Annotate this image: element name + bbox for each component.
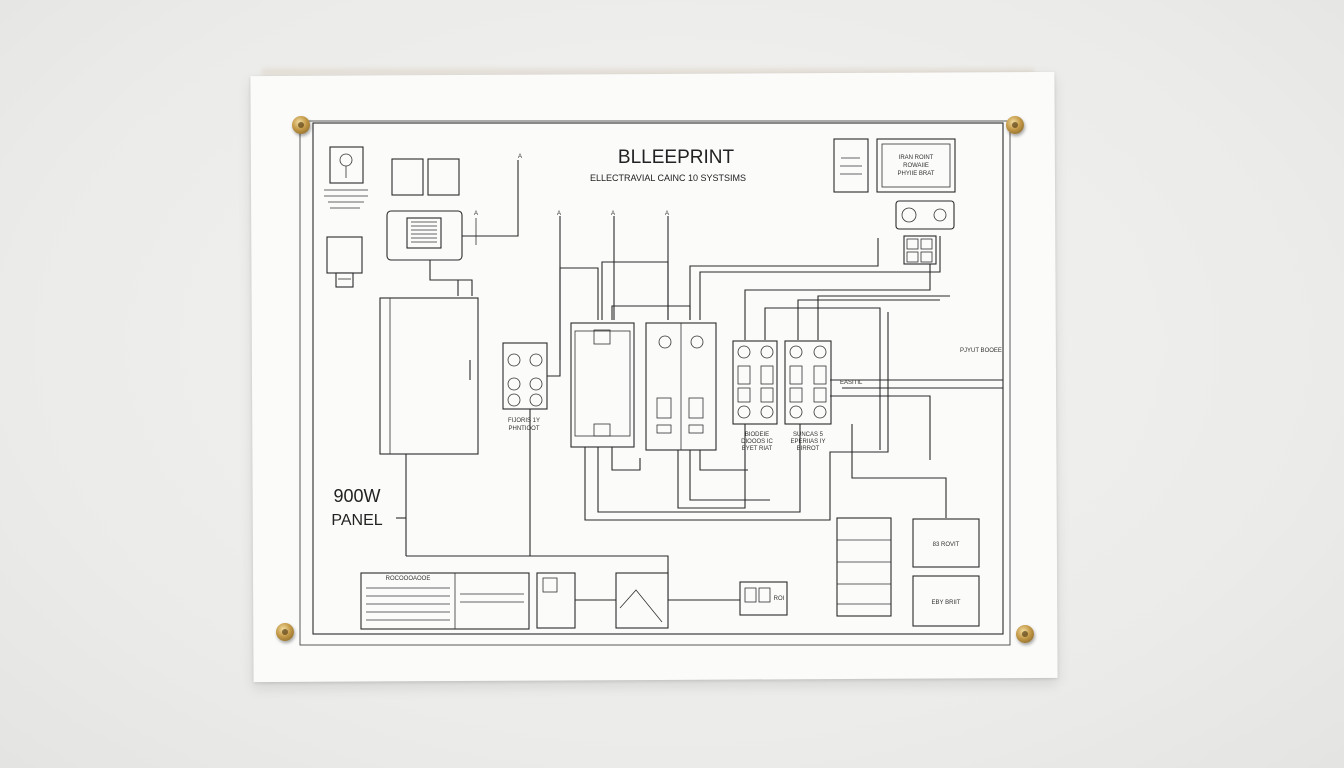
note-line-3: PHYIIE BRAT bbox=[898, 171, 935, 177]
outlet-left-label-2: PHNTIOOT bbox=[509, 426, 540, 432]
legend-title: ROCOOOAOOE bbox=[386, 576, 431, 582]
right-label-2: EPERIIAS IY bbox=[790, 439, 825, 445]
dual-switch bbox=[739, 581, 788, 616]
diagram-title: BLLEEPRINT bbox=[618, 147, 735, 168]
mid-label-1: BIODEIE bbox=[745, 432, 769, 438]
panel-rating-label: 900W bbox=[333, 486, 380, 506]
subpanel-box-2 bbox=[912, 575, 980, 627]
right-label-1: SUNCAS 5 bbox=[793, 432, 824, 438]
feeder-a-4: A bbox=[611, 211, 615, 217]
feeder-a-1: A bbox=[518, 154, 522, 160]
inner-border bbox=[312, 122, 1004, 635]
note-line-1: IRAN ROINT bbox=[899, 155, 934, 161]
main-panel-cabinet bbox=[379, 297, 479, 455]
junction-box-2 bbox=[427, 158, 460, 196]
junction-box-1 bbox=[391, 158, 424, 196]
outlet-block-left bbox=[502, 342, 548, 410]
panel-name-label: PANEL bbox=[331, 512, 382, 529]
note-line-2: ROWAIIE bbox=[903, 163, 929, 169]
subpanel-1-label: 83 ROVIT bbox=[933, 542, 960, 548]
pin-bottom-right bbox=[1016, 625, 1034, 643]
breaker-panel-a bbox=[570, 322, 635, 448]
circuit-ladder bbox=[836, 517, 892, 617]
mid-label-2: DIOOOS IC bbox=[741, 439, 773, 445]
feeder-a-5: A bbox=[665, 211, 669, 217]
switch-plate bbox=[895, 200, 955, 230]
right-label-3: BIRROT bbox=[797, 446, 820, 452]
outer-border bbox=[299, 120, 1011, 646]
meter-symbol bbox=[329, 146, 364, 184]
outlet-left-label-1: FIJORIS 1Y bbox=[508, 418, 540, 424]
mid-label-3: BYET RIAT bbox=[742, 446, 773, 452]
pin-bottom-left bbox=[276, 623, 294, 641]
feeder-a-3: A bbox=[557, 211, 561, 217]
right-note-2: EASITIL bbox=[840, 380, 863, 386]
right-note-1: PJYUT BOOEE bbox=[960, 348, 1002, 354]
subpanel-box-1 bbox=[912, 518, 980, 568]
pin-top-left bbox=[292, 116, 310, 134]
poster-shadow-edge bbox=[262, 68, 1034, 76]
switch-label: ROI bbox=[774, 596, 785, 602]
switch-box bbox=[326, 236, 363, 274]
outlet-column-1 bbox=[732, 340, 778, 425]
pin-top-right bbox=[1006, 116, 1024, 134]
outlet-column-2 bbox=[784, 340, 832, 425]
note-box-small bbox=[833, 138, 869, 193]
feeder-a-2: A bbox=[474, 211, 478, 217]
diagram-subtitle: ELLECTRAVIAL CAINC 10 SYSTSIMS bbox=[590, 173, 746, 183]
note-box-large bbox=[876, 138, 956, 193]
subpanel-2-label: EBY BRIIT bbox=[932, 600, 961, 606]
receptacle-pair bbox=[903, 235, 937, 265]
